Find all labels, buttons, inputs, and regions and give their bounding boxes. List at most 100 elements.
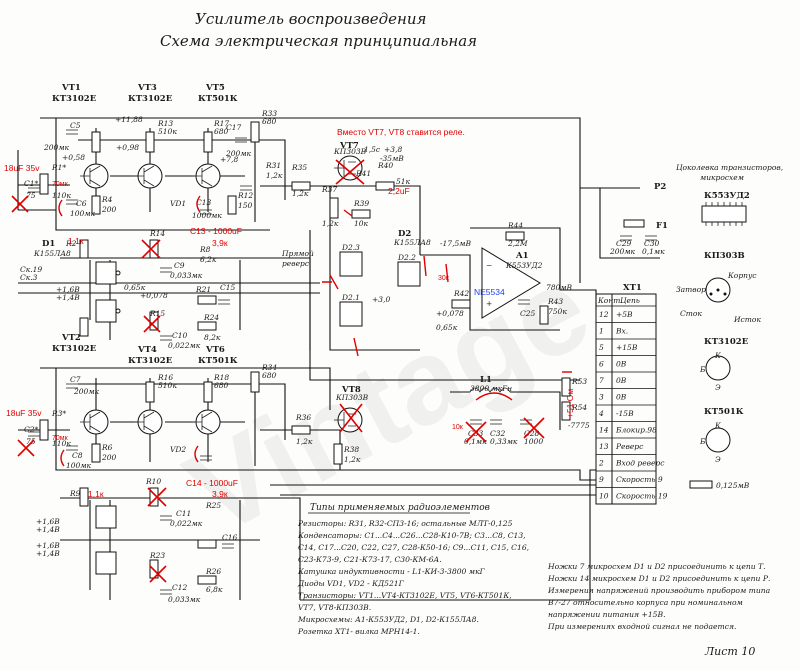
lbl-r44v: 2,2М — [507, 239, 528, 248]
notes-lines: Ножки 7 микросхем D1 и D2 присоединить к… — [547, 562, 771, 631]
mod-r30k: 30к — [438, 275, 450, 282]
lbl-r1v: 110к — [52, 191, 71, 200]
pinout-fet-pin-l — [709, 292, 713, 296]
lbl-v1188: +11,88 — [115, 115, 143, 124]
c32-capacitor — [490, 419, 502, 425]
note-line: Ножки 7 микросхем D1 и D2 присоединить к… — [547, 562, 766, 571]
lbl-r33v: 680 — [262, 117, 277, 126]
mod-r9-new: 1,1к — [88, 489, 104, 499]
lbl-r34v: 680 — [262, 371, 277, 380]
r4-resistor — [91, 195, 101, 215]
r17-resistor — [203, 131, 213, 153]
lbl-r40: R40 — [377, 161, 393, 170]
bottom-channel — [18, 367, 596, 601]
lbl-r8: R8 — [199, 245, 211, 254]
r12-resistor — [227, 195, 237, 215]
c11-capacitor — [160, 515, 172, 521]
lbl-v058: +0,58 — [62, 153, 85, 162]
lbl-r23: R23 — [149, 551, 165, 560]
r44-resistor — [505, 231, 525, 241]
mod-x-vt7 — [335, 159, 365, 185]
r-top-1 — [91, 131, 101, 153]
lbl-r24v: 8,2к — [204, 333, 221, 342]
vt3-name: VT3 — [137, 83, 157, 93]
d2-1-gate — [339, 301, 363, 327]
labels-bottom: VT2 КТ3102Е VT4 КТ3102Е VT6 КТ501К R16 5… — [24, 333, 369, 604]
lbl-r18: R18 — [213, 373, 229, 382]
r2-resistor — [79, 239, 89, 259]
pinout-pnp-k: К — [714, 421, 721, 430]
mod-x-c33 — [465, 421, 487, 443]
legend-line: С14, С17...С20, С22, С27, С28-К50-16; С9… — [298, 543, 529, 552]
lbl-r43v: 750к — [548, 307, 567, 316]
pinout-fet-pin-r — [723, 292, 727, 296]
lbl-r44: R44 — [507, 221, 523, 230]
lbl-r6v: 200 — [101, 453, 117, 462]
mod-mf-bottom: 70мк — [52, 435, 69, 442]
lbl-r16v: 510к — [158, 381, 177, 390]
lbl-f1: F1 — [656, 221, 668, 231]
vt2-type: КТ3102Е — [52, 344, 97, 354]
lbl-p14: +1,4В — [56, 293, 80, 302]
lbl-rev: реверс — [282, 259, 310, 268]
lbl-v035: -35мВ — [380, 154, 404, 163]
c6-capacitor — [66, 199, 78, 205]
lbl-r43: R43 — [547, 297, 563, 306]
xt1-pin: 5 — [599, 343, 604, 352]
supply-lines — [580, 187, 660, 259]
c30-capacitor — [645, 235, 657, 241]
r36-resistor — [291, 425, 311, 435]
d1-gate-4 — [95, 551, 117, 575]
pinout-npn-e: Э — [715, 383, 721, 392]
lbl-c11v: 0,022мк — [170, 519, 203, 528]
connector-wires — [260, 469, 596, 496]
pinout-ic-name: К553УД2 — [704, 191, 750, 201]
l1-inductor — [469, 387, 511, 393]
lbl-r4v: 200 — [101, 205, 117, 214]
c14-capacitor — [200, 455, 212, 461]
lbl-bottom-p16: +1,6В — [36, 517, 60, 526]
lbl-r35v: 1,2к — [292, 189, 309, 198]
title-line-1: Усилитель воспроизведения — [195, 10, 426, 28]
lbl-c16: C16 — [222, 533, 238, 542]
lbl-r37v: 1,2к — [322, 219, 339, 228]
lbl-r18v: 680 — [214, 381, 229, 390]
lbl-c7: C7 — [70, 375, 81, 384]
lbl-c5v: 200мк — [43, 143, 70, 152]
xt1-frame — [595, 293, 657, 505]
lbl-c13: C13 — [196, 198, 212, 207]
mod-x-r14 — [141, 239, 161, 259]
lbl-c10: C10 — [172, 331, 188, 340]
lbl-c32: C32 — [490, 429, 506, 438]
lbl-r6: R6 — [101, 443, 113, 452]
lbl-c7v: 200мк — [73, 387, 100, 396]
r42-resistor — [451, 299, 471, 309]
vt2-name: VT2 — [61, 333, 81, 343]
vt4-name: VT4 — [137, 345, 157, 355]
lbl-r36: R36 — [295, 413, 311, 422]
lbl-c13v: 1000мк — [192, 211, 222, 220]
r1-resistor — [39, 173, 49, 195]
lbl-r39v: 10к — [354, 219, 369, 228]
lbl-v078: +7,8 — [220, 155, 238, 164]
lbl-r12: R12 — [237, 191, 253, 200]
lbl-r1: R1* — [51, 163, 66, 172]
lbl-r8v: 6,2к — [200, 255, 217, 264]
vt3-type: КТ3102Е — [128, 94, 173, 104]
lbl-vd1: VD1 — [170, 199, 186, 208]
xt1-circuit: Реверс — [615, 442, 644, 451]
legend-line: С23-К73-9, С21-К73-17, С30-КМ-6А. — [298, 555, 442, 564]
pinout-pnp-name: КТ501К — [704, 407, 744, 417]
mod-relay-note: Вместо VT7, VT8 ставится реле. — [337, 127, 465, 137]
lbl-sk3: Ск.3 — [20, 273, 38, 282]
lbl-r31: R31 — [265, 161, 281, 170]
d1-gate-3 — [95, 505, 117, 529]
c2-capacitor — [28, 431, 40, 437]
lbl-bottom-p14b: +1,4В — [36, 549, 60, 558]
lbl-c10v: 0,022мк — [168, 341, 201, 350]
xt1-circuit: -15В — [616, 409, 634, 418]
legend-line: Резисторы: R31, R32-СП3-16; остальные МЛ… — [297, 519, 513, 528]
xt1-circuit: +5В — [616, 310, 633, 319]
vt6-symbol — [192, 411, 213, 433]
